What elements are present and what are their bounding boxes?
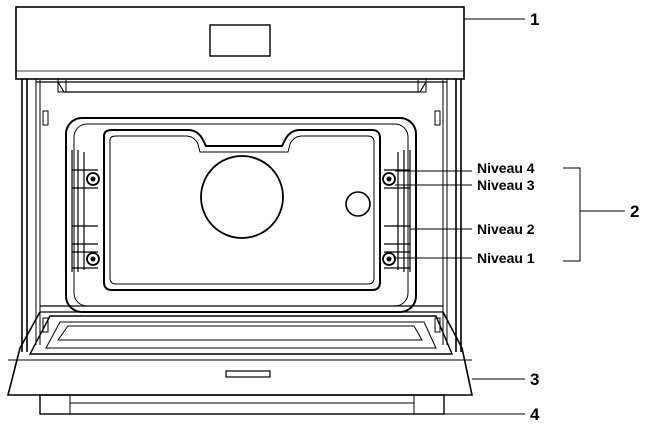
left-shelf-runners: [71, 150, 100, 272]
display-window: [209, 24, 271, 57]
oven-drawer: [39, 394, 445, 415]
oven-cavity: [65, 117, 417, 313]
control-panel: [15, 6, 465, 80]
cavity-floor: [40, 305, 443, 313]
label-level-2: Niveau 2: [477, 221, 535, 237]
label-part-1: 1: [530, 10, 539, 29]
label-part-3: 3: [530, 370, 539, 389]
label-level-3: Niveau 3: [477, 177, 535, 193]
label-part-4: 4: [530, 405, 540, 424]
door-handle: [225, 370, 271, 378]
right-shelf-runners: [382, 150, 411, 272]
label-part-2: 2: [630, 202, 639, 221]
leader-lines: [395, 18, 625, 415]
oven-door: [6, 311, 473, 396]
label-level-1: Niveau 1: [477, 250, 535, 266]
fan-cover: [200, 155, 284, 239]
oven-housing: [21, 78, 462, 352]
label-level-4: Niveau 4: [477, 160, 535, 176]
light-lens: [345, 191, 371, 217]
